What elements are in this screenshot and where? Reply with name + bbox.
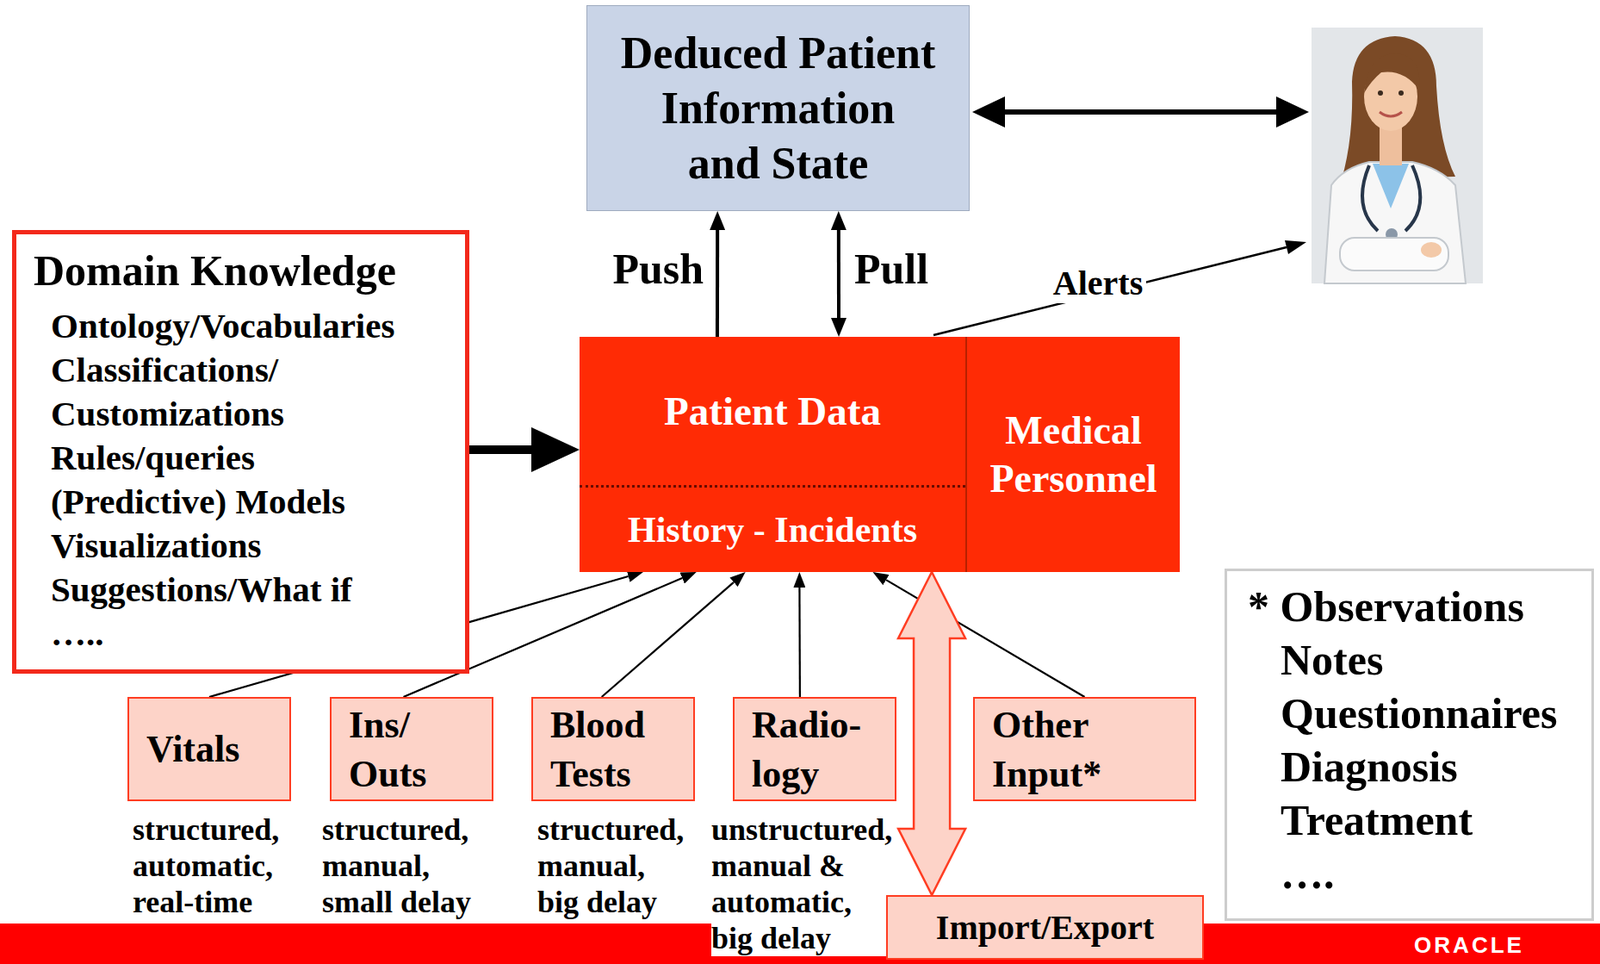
eye	[1377, 90, 1383, 96]
list-item: …..	[50, 611, 447, 656]
box-title: Patient Data	[579, 336, 966, 488]
data-box: Patient DataHistory - Incidents	[579, 336, 966, 572]
arrow-head	[1276, 96, 1309, 128]
list-item: * Observations	[1247, 579, 1583, 633]
list-item: Rules/queries	[50, 435, 447, 480]
list-item: ….	[1280, 846, 1583, 900]
edge-label: Push	[612, 243, 704, 294]
doctor-photo	[1311, 27, 1483, 284]
arrow-connector	[837, 229, 841, 318]
alert-line	[933, 247, 1287, 335]
arrow-connector	[715, 229, 720, 337]
alerts-arrow	[933, 240, 1307, 335]
box-title: Deduced Patient Information and State	[606, 25, 951, 192]
list-item: Diagnosis	[1280, 739, 1583, 794]
box-title: Radio- logy	[751, 700, 862, 799]
arrow-connector	[601, 582, 734, 697]
input-box: Vitalsstructured, automatic, real-time	[127, 696, 292, 801]
logo-text: ORACLE	[1413, 931, 1525, 958]
state-doctor-arrow	[972, 96, 1309, 128]
caption-text: structured, automatic, real-time	[132, 811, 288, 920]
alert-label: Alerts	[1049, 263, 1147, 304]
box-title: Vitals	[146, 724, 240, 774]
smile	[1379, 111, 1402, 117]
neck	[1379, 127, 1402, 166]
edge-label: Pull	[854, 243, 929, 294]
arrow-connector	[469, 445, 532, 454]
hair	[1341, 36, 1456, 180]
knowledge-panel: Domain KnowledgeOntology/VocabulariesCla…	[12, 229, 470, 674]
state-box: Deduced Patient Information and State	[586, 5, 970, 211]
box-subtitle: History - Incidents	[579, 487, 966, 572]
hair-fringe	[1364, 53, 1420, 94]
arrow-connector	[798, 587, 801, 697]
box-title: Ins/ Outs	[348, 700, 427, 799]
list-item: Ontology/Vocabularies	[50, 303, 447, 348]
crossed-arms	[1339, 237, 1449, 271]
input-box: Radio- logyunstructured, manual & automa…	[732, 696, 897, 801]
hand	[1420, 241, 1442, 258]
list-item: Treatment	[1280, 793, 1583, 847]
arrow-shaft	[998, 109, 1282, 115]
panel-heading: Domain Knowledge	[33, 245, 457, 296]
photo-ground	[1311, 27, 1483, 284]
arrow-head	[1284, 240, 1307, 255]
caption-text: unstructured, manual & automatic, big de…	[711, 811, 897, 956]
arrow-head	[972, 96, 1005, 128]
double-block-arrow	[898, 571, 966, 895]
caption-text: structured, manual, big delay	[537, 811, 690, 920]
box-title: Blood Tests	[550, 700, 645, 799]
list-item: Visualizations	[50, 523, 447, 568]
list-item: Classifications/ Customizations	[50, 347, 447, 436]
eye	[1398, 90, 1404, 96]
import-box: Import/Export	[886, 894, 1204, 960]
input-box: Blood Testsstructured, manual, big delay	[531, 696, 695, 801]
list-item: (Predictive) Models	[50, 479, 447, 524]
input-box: Other Input*	[973, 696, 1197, 801]
note-box: * ObservationsNotesQuestionnairesDiagnos…	[1224, 568, 1594, 921]
box-title: Medical Personnel	[989, 406, 1157, 503]
box-title: Other Input*	[992, 700, 1102, 799]
list-item: Notes	[1280, 632, 1583, 687]
scrubs	[1372, 163, 1409, 209]
box-title: Import/Export	[936, 906, 1154, 949]
coat	[1324, 161, 1466, 284]
stethoscope	[1362, 165, 1421, 231]
caption-text: structured, manual, small delay	[322, 811, 486, 920]
list-item: Suggestions/What if	[50, 567, 447, 612]
input-box: Ins/ Outsstructured, manual, small delay	[329, 696, 494, 801]
personnel-box: Medical Personnel	[965, 336, 1180, 572]
list-item: Questionnaires	[1280, 686, 1583, 740]
